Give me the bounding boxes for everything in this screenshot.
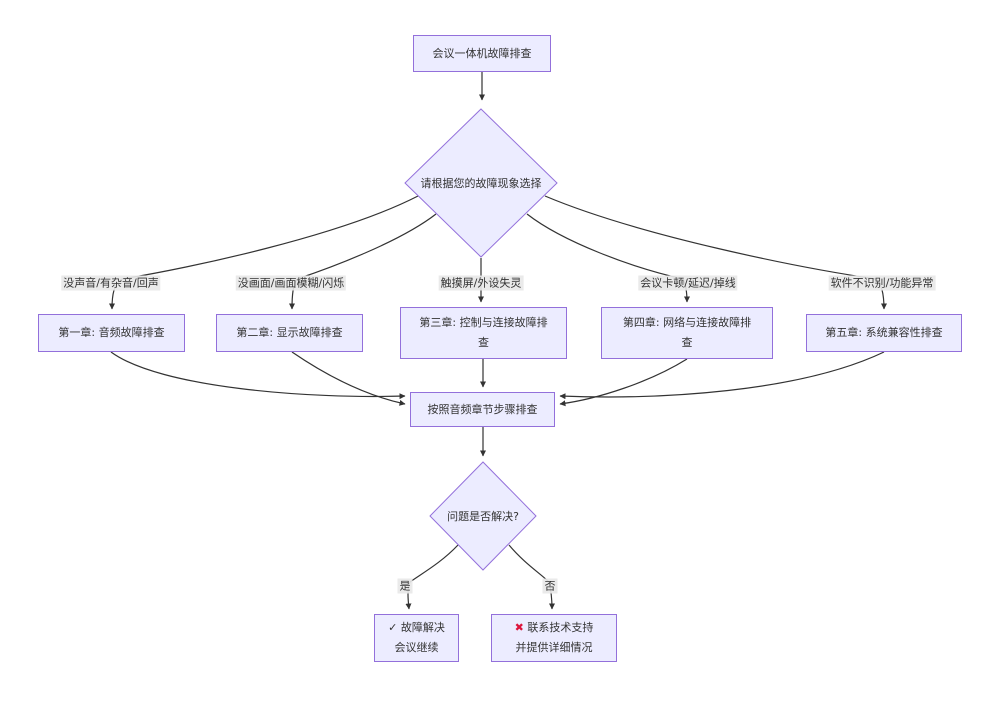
edge-decision1-to-chapter2 [289,213,437,310]
converge-label: 按照音频章节步骤排查 [427,402,538,416]
resolved-text1: 故障解决 [400,621,445,634]
edge-chapter4-to-converge [559,358,688,407]
edge-decision2-to-resolved [405,544,459,610]
support-text2: 并提供详细情况 [515,641,593,654]
edge-chapter1-to-converge [110,351,406,400]
edge-label-software-symptom: 软件不识别/功能异常 [828,275,936,291]
decision2-label: 问题是否解决? [447,510,519,523]
chapter4-label-line1: 第四章: 网络与连接故障排 [622,316,752,329]
chapter3-label-line1: 第三章: 控制与连接故障排 [419,316,548,329]
decision1-label: 请根据您的故障现象选择 [420,177,542,190]
edge-decision1-to-chapter4 [526,213,690,303]
edge-label-no: 否 [542,578,558,594]
edge-label-audio-symptom: 没声音/有杂音/回声 [61,275,161,291]
edge-decision1-to-chapter5 [544,195,887,310]
chapter3-label-line2: 查 [478,336,489,349]
decision2-diamond-shape [429,461,537,571]
resolved-line1: ✓ 故障解决 [388,618,445,638]
start-node: 会议一体机故障排查 [413,35,551,72]
chapter5-node: 第五章: 系统兼容性排查 [806,314,962,352]
chapter2-label: 第二章: 显示故障排查 [236,326,343,339]
chapter4-label-line2: 查 [681,336,693,349]
chapter3-node: 第三章: 控制与连接故障排 查 [400,307,567,359]
support-text1: 联系技术支持 [527,621,594,634]
edge-chapter2-to-converge [291,351,406,406]
edge-decision1-to-chapter1 [109,195,419,310]
edge-chapter5-to-converge [559,351,885,400]
edge-label-display-symptom: 没画面/画面模糊/闪烁 [235,275,347,291]
edge-decision2-to-support [508,544,555,610]
resolved-text2: 会议继续 [394,641,439,654]
support-line1: ✖ 联系技术支持 [515,618,594,638]
converge-node: 按照音频章节步骤排查 [410,392,555,427]
x-icon: ✖ [514,621,524,634]
edge-label-touch-symptom: 触摸屏/外设失灵 [438,275,524,291]
support-node: ✖ 联系技术支持 并提供详细情况 [491,614,617,662]
edge-label-yes: 是 [397,578,413,594]
chapter4-node: 第四章: 网络与连接故障排 查 [601,307,773,359]
decision1-diamond-shape [404,108,558,258]
chapter5-label: 第五章: 系统兼容性排查 [825,326,943,339]
chapter1-node: 第一章: 音频故障排查 [38,314,185,352]
chapter1-label: 第一章: 音频故障排查 [58,326,165,339]
resolved-node: ✓ 故障解决 会议继续 [374,614,459,662]
edge-label-network-symptom: 会议卡顿/延迟/掉线 [638,275,738,291]
start-node-label: 会议一体机故障排查 [432,46,532,60]
chapter2-node: 第二章: 显示故障排查 [216,314,363,352]
check-icon: ✓ [388,621,398,634]
